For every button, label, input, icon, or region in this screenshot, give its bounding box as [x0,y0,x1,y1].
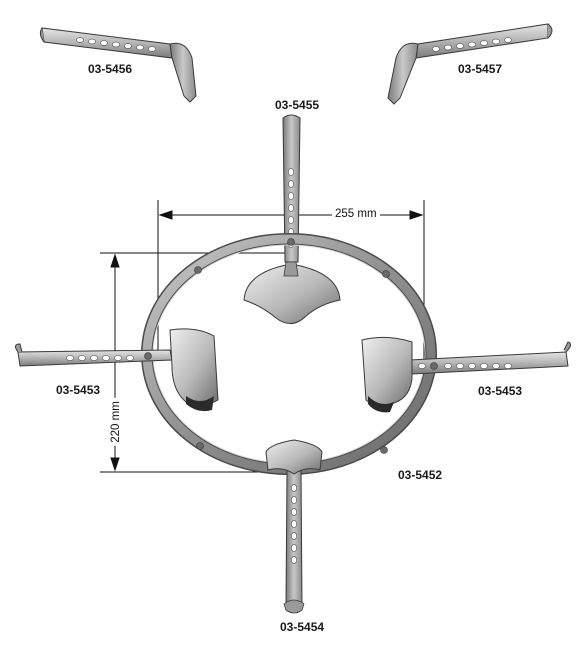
retractor-blade-top-right [387,23,553,105]
label-frame: 03-5452 [398,468,443,482]
label-right-blade: 03-5453 [478,384,523,398]
retractor-blade-top-left [39,27,197,103]
label-top-blade: 03-5455 [275,98,320,112]
retractor-blade-bottom [265,439,323,614]
label-bottom-blade: 03-5454 [280,620,325,634]
retractor-cup-top [243,261,341,324]
retractor-blade-left [14,328,219,412]
retractor-blade-right [361,336,572,413]
dimension-width-label: 255 mm [332,208,380,220]
label-top-right: 03-5457 [458,62,503,76]
dimension-height-label: 220 mm [109,398,122,446]
label-top-left: 03-5456 [88,62,133,76]
label-left-blade: 03-5453 [56,383,101,397]
